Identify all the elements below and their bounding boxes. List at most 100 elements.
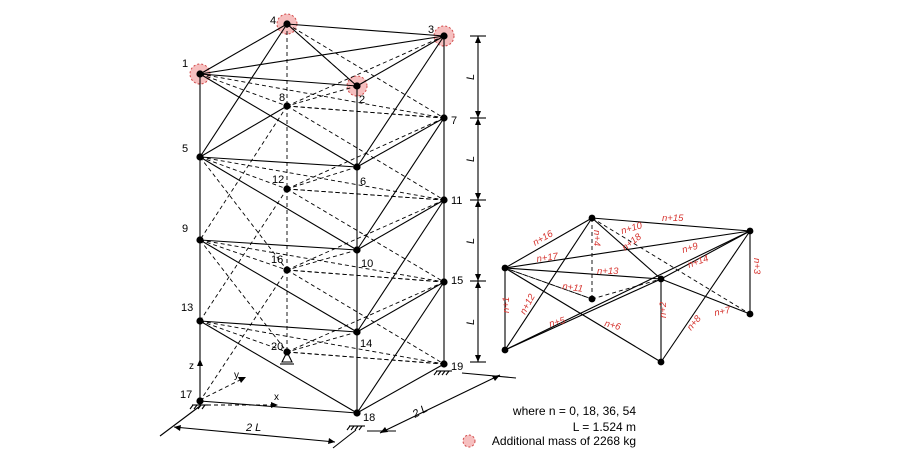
bracing-13-20 [199,320,288,353]
bracing-2-4 [286,23,358,87]
bracing-12-13 [199,188,288,322]
member-label-n+15: n+15 [662,213,684,224]
module-nodes [501,214,754,366]
tower-nodes [196,20,448,417]
module-node-D [657,275,665,283]
member-9-10 [199,239,358,251]
z-axis-arrow-icon [197,359,203,366]
legend-mass-icon [462,434,476,448]
node-label-1: 1 [182,58,188,70]
module-node-F [588,295,596,303]
member-14-11 [356,199,445,333]
node-19 [440,360,448,368]
module-member-CE [504,230,751,351]
node-label-17: 17 [180,389,192,401]
member-6-7 [356,117,445,168]
module-node-E [501,346,509,354]
legend: where n = 0, 18, 36, 54 L = 1.524 m Addi… [462,404,636,448]
member-18-19 [356,363,445,414]
module-members [504,217,751,363]
bracing-13-19 [199,320,445,365]
bracing-19-20 [286,351,445,365]
node-label-16: 16 [271,254,283,266]
bracing-5-11 [199,156,445,201]
node-8 [283,102,291,110]
node-11 [440,196,448,204]
dimension-lines: L L L L 2 L 2 L [159,35,517,449]
member-9-14 [199,239,358,333]
node-label-3: 3 [428,24,434,36]
bracing-5-16 [199,156,288,271]
x-axis-label: x [274,392,279,403]
node-6 [353,163,361,171]
node-label-5: 5 [182,143,188,155]
member-5-6 [199,156,358,168]
module-member-AD [504,267,662,280]
legend-n-values: where n = 0, 18, 36, 54 [512,404,636,418]
y-axis-line [199,378,243,401]
member-label-n+7: n+7 [713,305,732,319]
module-bracing-FA [504,267,593,300]
module-bracing-BG [591,217,751,315]
bracing-1-8 [199,73,288,107]
bracing-10-16 [286,249,358,271]
bracing-1-7 [199,73,445,119]
node-label-4: 4 [270,15,276,27]
member-1-6 [199,73,358,168]
bracing-8-9 [199,105,288,241]
bracing-8-11 [286,105,445,201]
member-label-n+8: n+8 [685,313,704,333]
node-12 [283,185,291,193]
legend-length: L = 1.524 m [573,420,636,434]
node-label-14: 14 [360,338,372,350]
member-2-3 [356,35,445,87]
node-3 [440,32,448,40]
bracing-7-8 [286,105,445,119]
node-label-13: 13 [181,302,193,314]
module-node-G [746,310,754,318]
member-label-n+4: n+4 [591,230,602,246]
module-member-CD [660,230,751,280]
bracing-5-12 [199,156,288,190]
dim-label-base-left: 2 L [245,422,261,434]
dim-label-base-right: 2 L [410,403,430,421]
dim-label-level-1: L [465,74,477,80]
bracing-2-8 [286,85,358,107]
module-bracing-FD [591,278,662,300]
node-4 [283,20,291,28]
node-1 [196,70,204,78]
tower-members [199,23,445,414]
member-label-n+6: n+6 [603,318,622,333]
module-bracing-AF [504,267,593,300]
node-18 [353,409,361,417]
member-14-15 [356,281,445,333]
x-axis-arrow-icon [271,402,278,408]
node-label-6: 6 [360,176,366,188]
module-node-A [501,264,509,272]
node-label-9: 9 [182,223,188,235]
support-node-18 [346,425,365,431]
dim-label-level-2: L [465,156,477,162]
node-5 [196,153,204,161]
member-label-n+9: n+9 [681,241,700,256]
z-axis-label: z [189,361,194,372]
module-node-C [746,227,754,235]
node-label-8: 8 [279,92,285,104]
member-6-3 [356,35,445,168]
member-5-10 [199,156,358,251]
node-9 [196,236,204,244]
bracing-6-12 [286,166,358,190]
member-label-n+14: n+14 [686,253,710,271]
support-node-20 [280,350,294,365]
node-labels: 1 2 3 4 5 6 7 8 9 10 11 12 13 14 15 16 1… [180,15,463,424]
member-1-2 [199,73,358,87]
member-13-14 [199,320,358,333]
module-node-B [588,214,596,222]
node-16 [283,266,291,274]
module-member-BD [591,217,662,280]
member-4-3 [286,23,445,37]
bracing-9-15 [199,239,445,283]
bracing-14-20 [286,331,358,353]
node-7 [440,114,448,122]
